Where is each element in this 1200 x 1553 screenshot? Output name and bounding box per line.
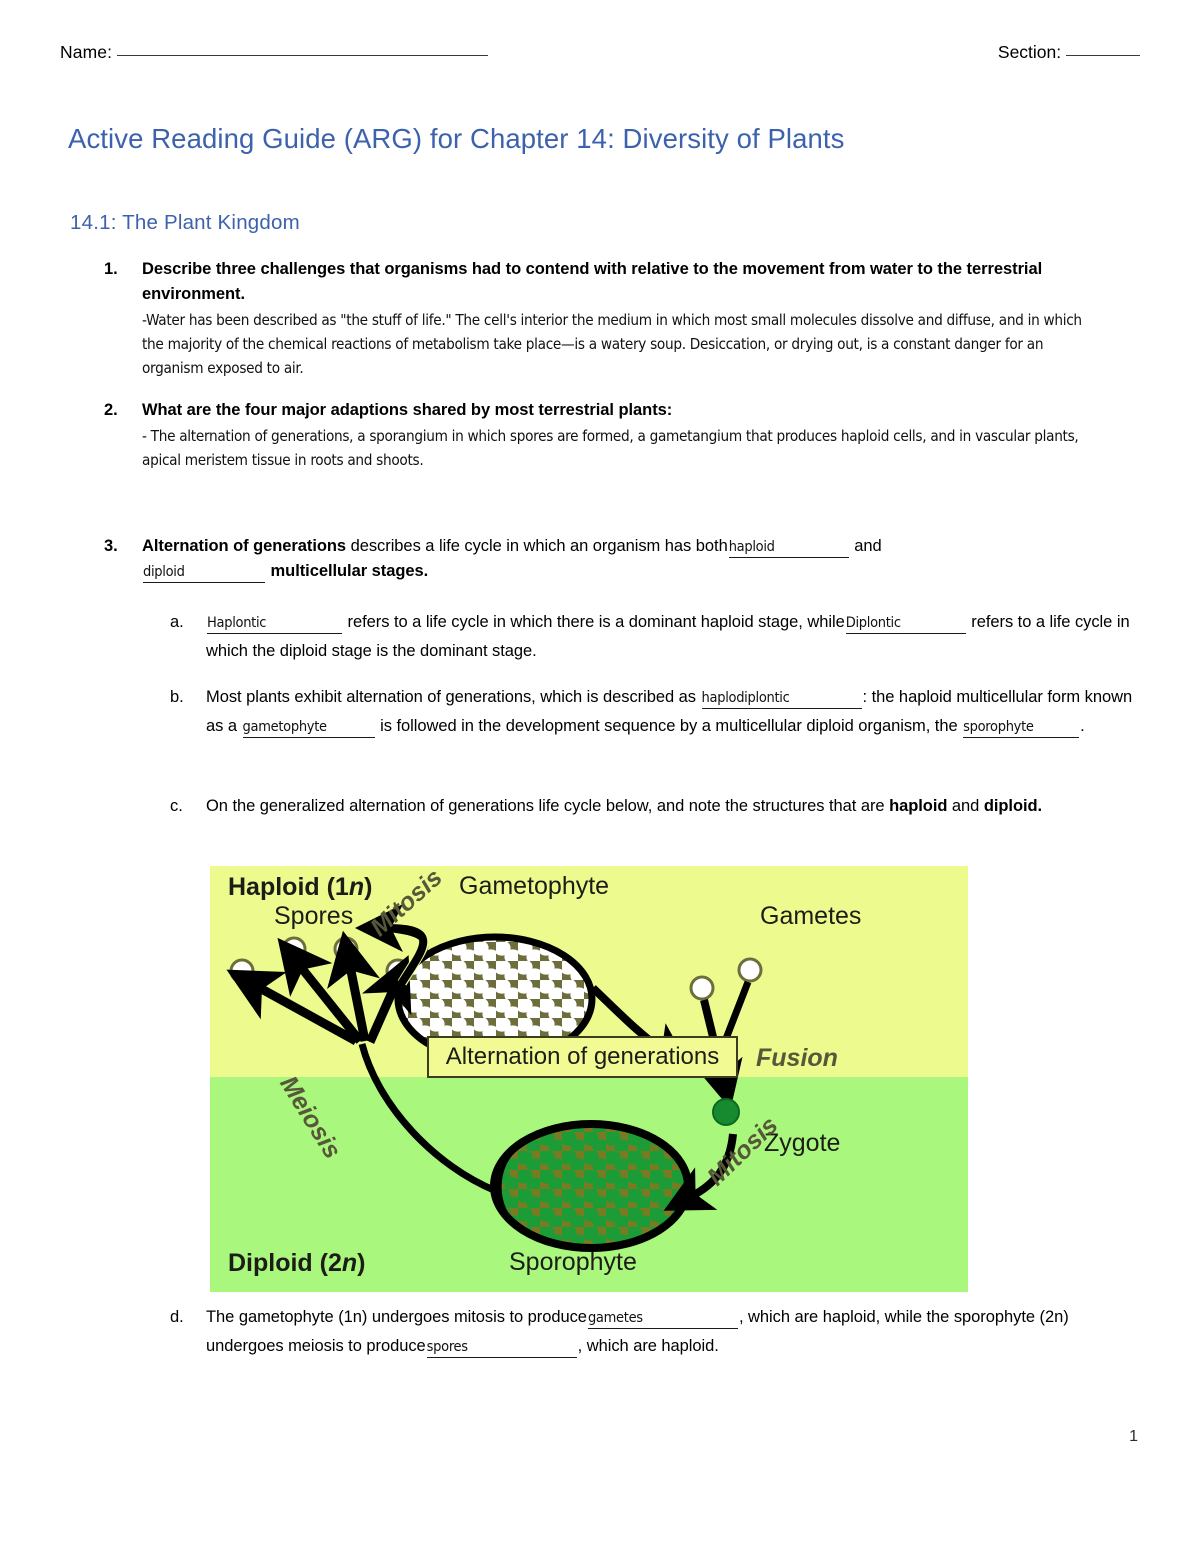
- question-2-body: What are the four major adaptions shared…: [142, 398, 1104, 472]
- subitem-a: a. Haplontic refers to a life cycle in w…: [170, 608, 1135, 666]
- sporophyte-oval: [490, 1120, 692, 1252]
- question-3-blank-1[interactable]: haploid: [728, 540, 849, 558]
- subitem-a-body: Haplontic refers to a life cycle in whic…: [206, 608, 1135, 666]
- section-field-row: Section:: [998, 42, 1140, 63]
- question-3-text-3: multicellular stages.: [270, 562, 429, 580]
- subitem-b-blank-2[interactable]: gametophyte: [242, 720, 375, 738]
- question-1-answer[interactable]: -Water has been described as "the stuff …: [142, 311, 1082, 377]
- subitem-c: c. On the generalized alternation of gen…: [170, 792, 1135, 821]
- diploid-label-paren: ): [357, 1249, 366, 1277]
- name-label: Name:: [60, 42, 113, 62]
- haploid-label-n: n: [348, 873, 365, 901]
- subitem-b-blank-3[interactable]: sporophyte: [963, 720, 1080, 738]
- haploid-label-paren: ): [364, 873, 373, 901]
- question-2-prompt: What are the four major adaptions shared…: [142, 401, 673, 419]
- diagram-graphics: [226, 904, 763, 1252]
- gamete-circle: [737, 957, 763, 983]
- subitem-b-body: Most plants exhibit alternation of gener…: [206, 683, 1135, 741]
- subitem-b-text-3: is followed in the development sequence …: [380, 717, 958, 735]
- subitem-b-number: b.: [170, 688, 184, 706]
- subitem-d-blank-2[interactable]: spores: [426, 1340, 577, 1358]
- subitem-b-text-1: Most plants exhibit alternation of gener…: [206, 688, 696, 706]
- zygote-circle: [712, 1098, 740, 1126]
- subitem-b-blank-1[interactable]: haplodiplontic: [701, 691, 862, 709]
- page-title: Active Reading Guide (ARG) for Chapter 1…: [68, 123, 845, 154]
- subitem-b-text-4: .: [1080, 717, 1085, 735]
- figure-fusion-label: Fusion: [756, 1044, 838, 1072]
- question-3-text-1: describes a life cycle in which an organ…: [346, 537, 728, 555]
- subitem-a-text-1: refers to a life cycle in which there is…: [347, 613, 845, 631]
- name-blank-line-2[interactable]: [298, 55, 489, 56]
- question-1-number: 1.: [104, 260, 118, 278]
- question-3-term: Alternation of generations: [142, 537, 347, 555]
- meiosis-arrow: [327, 930, 381, 1042]
- subitem-c-number: c.: [170, 797, 183, 815]
- subitem-d-body: The gametophyte (1n) undergoes mitosis t…: [206, 1303, 1135, 1361]
- question-1-prompt: Describe three challenges that organisms…: [142, 260, 1043, 303]
- question-3-blank-2[interactable]: diploid: [143, 565, 265, 583]
- question-3-text-2: and: [854, 537, 882, 555]
- section-heading: 14.1: The Plant Kingdom: [70, 211, 300, 234]
- question-2-number: 2.: [104, 401, 118, 419]
- mitosis-arrow-top-visible: [355, 904, 428, 987]
- subitem-d-text-1: The gametophyte (1n) undergoes mitosis t…: [206, 1308, 587, 1326]
- meiosis-arrow: [362, 955, 412, 1044]
- haploid-label-text: Haploid (1: [228, 873, 349, 901]
- subitem-d-text-2: , which are haploid, while the sporophyt…: [206, 1308, 1069, 1355]
- figure-diploid-label: Diploid (2n): [228, 1249, 366, 1278]
- meiosis-arrow: [277, 937, 364, 1044]
- subitem-a-text-2: refers to a life cycle in which the dipl…: [206, 613, 1130, 660]
- subitem-d-blank-1[interactable]: gametes: [587, 1311, 738, 1329]
- alternation-of-generations-diagram: Haploid (1n) Diploid (2n) Gametophyte Sp…: [210, 866, 968, 1292]
- figure-gametophyte-label: Gametophyte: [459, 872, 610, 900]
- subitem-b: b. Most plants exhibit alternation of ge…: [170, 683, 1135, 741]
- page-header: Name: Section:: [60, 42, 1140, 72]
- figure-haploid-label: Haploid (1n): [228, 873, 372, 902]
- subitem-c-bold-2: diploid.: [983, 797, 1043, 815]
- subitem-d: d. The gametophyte (1n) undergoes mitosi…: [170, 1303, 1135, 1361]
- figure-spores-label: Spores: [274, 902, 354, 930]
- spore-circle: [333, 936, 359, 962]
- question-1: 1. Describe three challenges that organi…: [104, 257, 1104, 380]
- mitosis-arrow-bottom: [663, 1133, 737, 1211]
- subitem-c-body: On the generalized alternation of genera…: [206, 792, 1135, 821]
- subitem-c-text-2: and: [947, 797, 984, 815]
- question-3: 3. Alternation of generations describes …: [104, 534, 1114, 584]
- name-blank-line-1[interactable]: [117, 55, 299, 56]
- question-1-body: Describe three challenges that organisms…: [142, 257, 1104, 380]
- subitem-a-number: a.: [170, 613, 184, 631]
- subitem-d-text-3: , which are haploid.: [577, 1337, 719, 1355]
- question-2-answer[interactable]: - The alternation of generations, a spor…: [142, 427, 1079, 469]
- figure-zygote-label: Zygote: [764, 1129, 841, 1157]
- subitem-a-blank-2[interactable]: Diplontic: [845, 616, 966, 634]
- meiosis-arrow: [226, 969, 359, 1045]
- meiosis-curve: [358, 1043, 498, 1195]
- subitem-a-blank-1[interactable]: Haplontic: [207, 616, 342, 634]
- page-number: 1: [1129, 1428, 1138, 1445]
- gamete-circle: [689, 975, 715, 1001]
- figure-title-box: Alternation of generations: [427, 1036, 738, 1078]
- subitem-c-bold-1: haploid: [889, 797, 948, 815]
- sporophyte-inner-arc: [497, 1146, 519, 1227]
- section-blank-line[interactable]: [1066, 55, 1140, 56]
- section-label: Section:: [997, 42, 1062, 62]
- subitem-c-text-1: On the generalized alternation of genera…: [206, 797, 890, 815]
- figure-sporophyte-label: Sporophyte: [509, 1248, 637, 1276]
- figure-gametes-label: Gametes: [760, 902, 862, 930]
- diploid-label-n: n: [341, 1249, 358, 1277]
- question-2: 2. What are the four major adaptions sha…: [104, 398, 1104, 472]
- question-3-body: Alternation of generations describes a l…: [142, 534, 1114, 584]
- diploid-label-text: Diploid (2: [228, 1249, 342, 1277]
- question-3-number: 3.: [104, 537, 118, 555]
- spore-circle: [229, 958, 255, 984]
- subitem-d-number: d.: [170, 1308, 184, 1326]
- subitem-b-text-2: : the haploid multicellular form known a…: [206, 688, 1133, 735]
- name-field-row: Name:: [60, 42, 489, 63]
- spore-circle: [281, 936, 307, 962]
